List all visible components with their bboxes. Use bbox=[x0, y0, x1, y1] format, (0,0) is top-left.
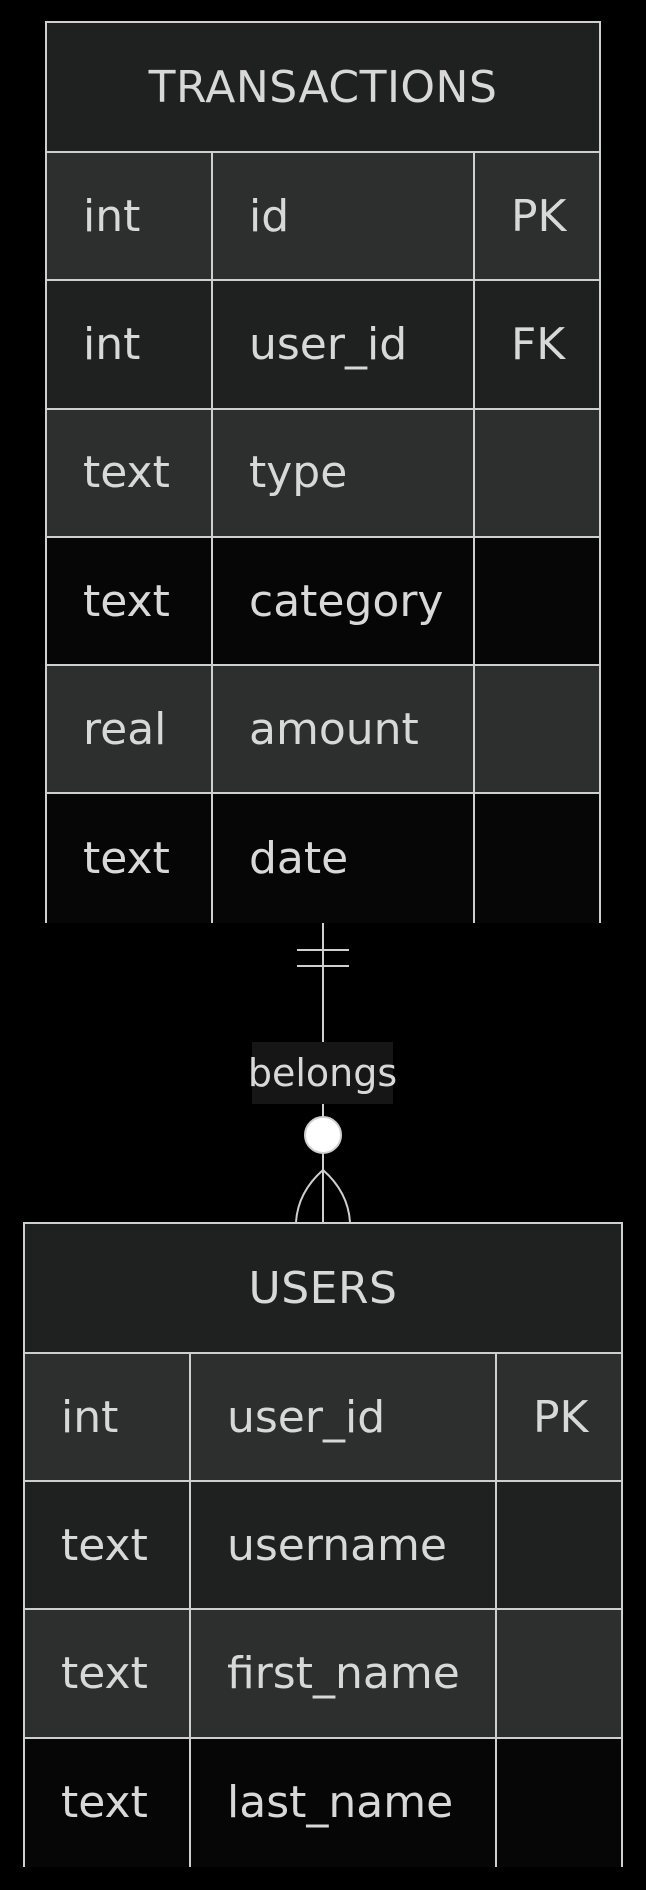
zero-marker-circle bbox=[304, 1116, 342, 1154]
attribute-name: username bbox=[189, 1482, 495, 1609]
attribute-row: text category bbox=[47, 537, 599, 667]
relationship-label: belongs bbox=[248, 1042, 397, 1104]
attribute-key bbox=[495, 1738, 621, 1867]
attribute-type: text bbox=[83, 447, 170, 499]
entity-title: USERS bbox=[25, 1224, 621, 1354]
many-crowfoot-right bbox=[322, 1169, 351, 1223]
attribute-key bbox=[473, 537, 599, 665]
entity-title: TRANSACTIONS bbox=[47, 23, 599, 153]
entity-transactions: TRANSACTIONS int id PK int user_id FK te… bbox=[45, 21, 601, 923]
attribute-row: int id PK bbox=[47, 153, 599, 282]
attribute-key bbox=[473, 666, 599, 793]
relationship-label-text: belongs bbox=[247, 1051, 398, 1095]
attribute-row: text last_name bbox=[25, 1738, 621, 1867]
attribute-type: int bbox=[83, 318, 141, 370]
attribute-row: text first_name bbox=[25, 1610, 621, 1739]
attribute-key: PK bbox=[473, 153, 599, 280]
attribute-type: text bbox=[61, 1519, 148, 1571]
attribute-type: real bbox=[83, 703, 167, 755]
many-crowfoot-left bbox=[295, 1169, 324, 1223]
attribute-type: int bbox=[61, 1391, 119, 1443]
attribute-name: id bbox=[211, 153, 473, 280]
attribute-row: int user_id FK bbox=[47, 281, 599, 410]
attribute-row: real amount bbox=[47, 666, 599, 795]
attribute-key: FK bbox=[473, 281, 599, 408]
attribute-row: text username bbox=[25, 1482, 621, 1611]
attribute-name: amount bbox=[211, 666, 473, 793]
attribute-name: type bbox=[211, 409, 473, 536]
attribute-key bbox=[473, 794, 599, 923]
attribute-name: first_name bbox=[189, 1610, 495, 1737]
attribute-key bbox=[495, 1610, 621, 1737]
attribute-type: text bbox=[61, 1647, 148, 1699]
attribute-name: category bbox=[211, 537, 473, 665]
attribute-name: user_id bbox=[211, 281, 473, 408]
attribute-type: text bbox=[83, 833, 170, 885]
attribute-type: int bbox=[83, 190, 141, 242]
attribute-type: text bbox=[83, 575, 170, 627]
attribute-type: text bbox=[61, 1777, 148, 1829]
attribute-name: date bbox=[211, 794, 473, 923]
entity-users: USERS int user_id PK text username text … bbox=[23, 1222, 623, 1867]
attribute-name: last_name bbox=[189, 1738, 495, 1867]
attribute-key: PK bbox=[495, 1354, 621, 1481]
attribute-row: text date bbox=[47, 794, 599, 923]
attribute-key bbox=[495, 1482, 621, 1609]
attribute-name: user_id bbox=[189, 1354, 495, 1481]
attribute-row: text type bbox=[47, 409, 599, 538]
attribute-row: int user_id PK bbox=[25, 1354, 621, 1483]
attribute-key bbox=[473, 409, 599, 536]
